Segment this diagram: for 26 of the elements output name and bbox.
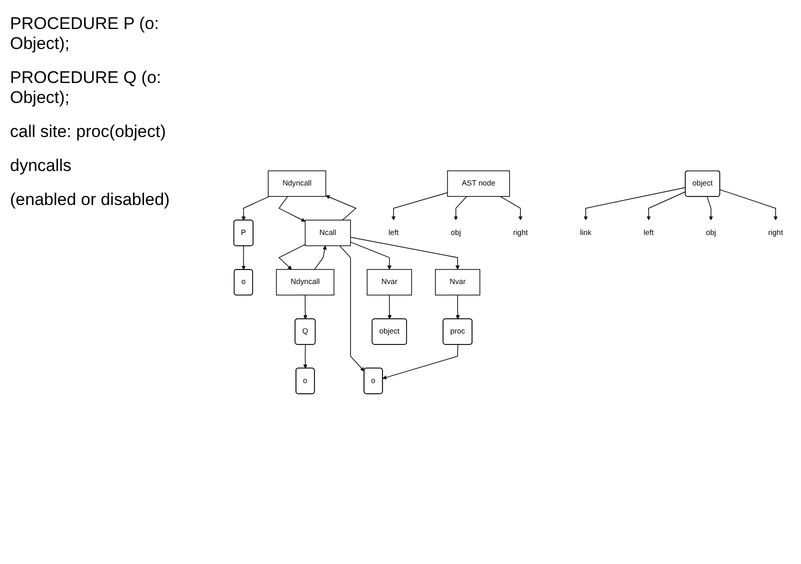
arrow	[454, 196, 468, 220]
arrow	[326, 194, 357, 220]
note-text: (enabled or disabled)	[10, 190, 171, 210]
arrow	[387, 294, 392, 319]
arrow	[339, 245, 364, 372]
arrow	[584, 186, 686, 220]
arrow	[720, 189, 778, 220]
note-text: PROCEDURE P (o: Object);	[10, 14, 160, 54]
arrow	[391, 192, 448, 220]
note-text: call site: proc(object)	[10, 122, 167, 142]
arrow	[314, 245, 327, 270]
arrow	[242, 245, 246, 270]
arrow	[646, 191, 686, 220]
arrow	[303, 344, 308, 368]
arrow	[500, 196, 523, 220]
arrow	[382, 344, 458, 380]
note-text: PROCEDURE Q (o: Object);	[10, 68, 162, 108]
arrow	[278, 196, 306, 222]
arrow	[456, 294, 460, 319]
arrow	[242, 196, 270, 220]
arrow	[350, 236, 460, 270]
arrow	[350, 241, 392, 270]
arrow	[706, 196, 714, 220]
arrow	[303, 294, 308, 319]
arrow	[278, 244, 306, 270]
note-text: dyncalls	[10, 156, 72, 176]
